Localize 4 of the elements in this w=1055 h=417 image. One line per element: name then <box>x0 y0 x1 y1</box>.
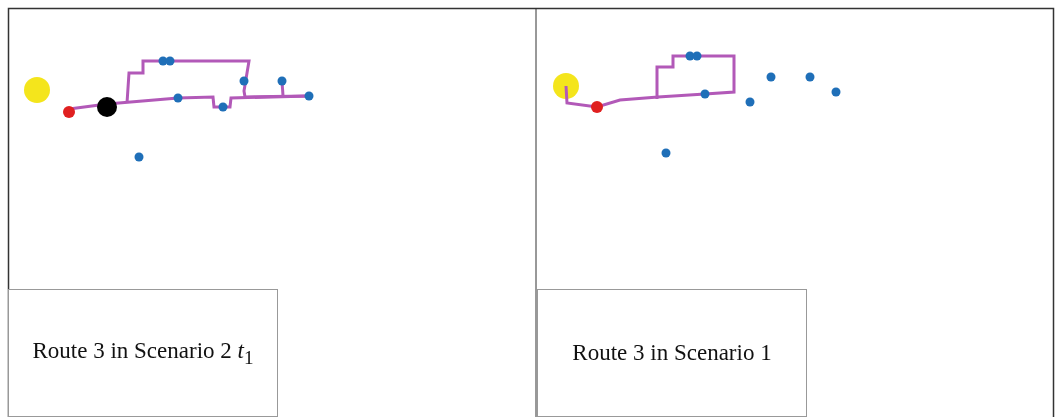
caption-text: Route 3 in Scenario 2 t$_{1}$ <box>32 337 254 369</box>
caption-text: Route 3 in Scenario 1 <box>572 340 772 366</box>
caption-panel <box>8 289 278 417</box>
caption-panel <box>537 289 807 417</box>
